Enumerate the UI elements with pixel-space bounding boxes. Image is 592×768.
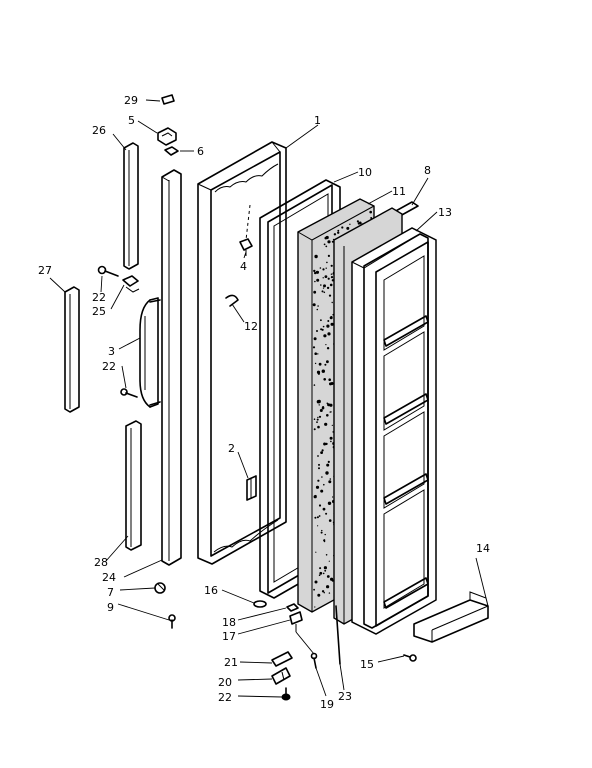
callout-11: 11 <box>392 185 406 198</box>
callout-19: 19 <box>320 698 334 711</box>
callout-23: 23 <box>338 690 352 703</box>
leader-lines <box>49 99 487 698</box>
part-2-bracket <box>246 475 257 501</box>
callout-7: 7 <box>107 586 114 599</box>
part-29-plate <box>161 94 175 105</box>
callout-26: 26 <box>92 124 106 137</box>
callout-15: 15 <box>360 658 374 671</box>
part-19-screw <box>310 652 318 669</box>
callout-22-bottom: 22 <box>218 691 232 704</box>
callout-17: 17 <box>222 630 236 643</box>
part-22-screw-handle <box>120 388 138 398</box>
part-18-bushing <box>286 603 299 612</box>
part-22-screw-upper <box>97 265 119 277</box>
callout-25: 25 <box>92 305 106 318</box>
part-16-washer <box>253 600 267 608</box>
callout-22-upper: 22 <box>92 291 106 304</box>
callout-22-handle: 22 <box>102 360 116 373</box>
callout-28: 28 <box>94 556 108 569</box>
part-3-handle <box>139 297 161 408</box>
part-1-outer-door-panel <box>197 141 287 565</box>
part-15-screw <box>403 654 417 662</box>
callout-27: 27 <box>38 264 52 277</box>
callout-2: 2 <box>228 442 235 455</box>
part-4-screw <box>239 238 253 256</box>
part-7-cam <box>154 582 166 594</box>
callout-labels: 29 5 6 26 1 10 11 8 13 27 22 25 4 12 3 2… <box>38 94 490 711</box>
callout-24: 24 <box>102 571 116 584</box>
part-9-screw <box>168 614 176 629</box>
part-17-hinge-pin <box>289 611 303 632</box>
callout-18: 18 <box>222 616 236 629</box>
callout-8: 8 <box>424 164 431 177</box>
door-shelf-rails <box>383 315 429 609</box>
part-21-hinge-plate <box>271 651 293 667</box>
callout-14: 14 <box>476 542 490 555</box>
callout-3: 3 <box>108 345 115 358</box>
callout-9: 9 <box>107 601 114 614</box>
part-14-shelf-bin <box>413 591 489 643</box>
part-23-long-rod <box>335 605 341 665</box>
callout-21: 21 <box>224 656 238 669</box>
part-5-hinge-clip <box>157 127 177 146</box>
callout-1: 1 <box>314 114 321 127</box>
part-13-door-liner <box>351 227 437 635</box>
part-6-nut <box>164 146 179 156</box>
part-27-side-trim <box>64 286 80 413</box>
part-22-screw-bottom <box>281 687 291 701</box>
part-26-trim-strip <box>123 142 139 270</box>
callout-4: 4 <box>240 260 247 273</box>
part-12-clip <box>225 294 239 307</box>
callout-10: 10 <box>358 166 372 179</box>
part-20-hinge-bracket <box>271 667 291 685</box>
part-28-trim-strip <box>125 420 142 551</box>
callout-6: 6 <box>197 145 204 158</box>
part-25-clip <box>122 275 140 293</box>
callout-12: 12 <box>244 320 258 333</box>
callout-16: 16 <box>204 584 218 597</box>
callout-13: 13 <box>438 206 452 219</box>
callout-29: 29 <box>124 94 138 107</box>
callout-20: 20 <box>218 676 232 689</box>
callout-5: 5 <box>128 114 135 127</box>
part-24-handle-trim <box>161 169 182 566</box>
